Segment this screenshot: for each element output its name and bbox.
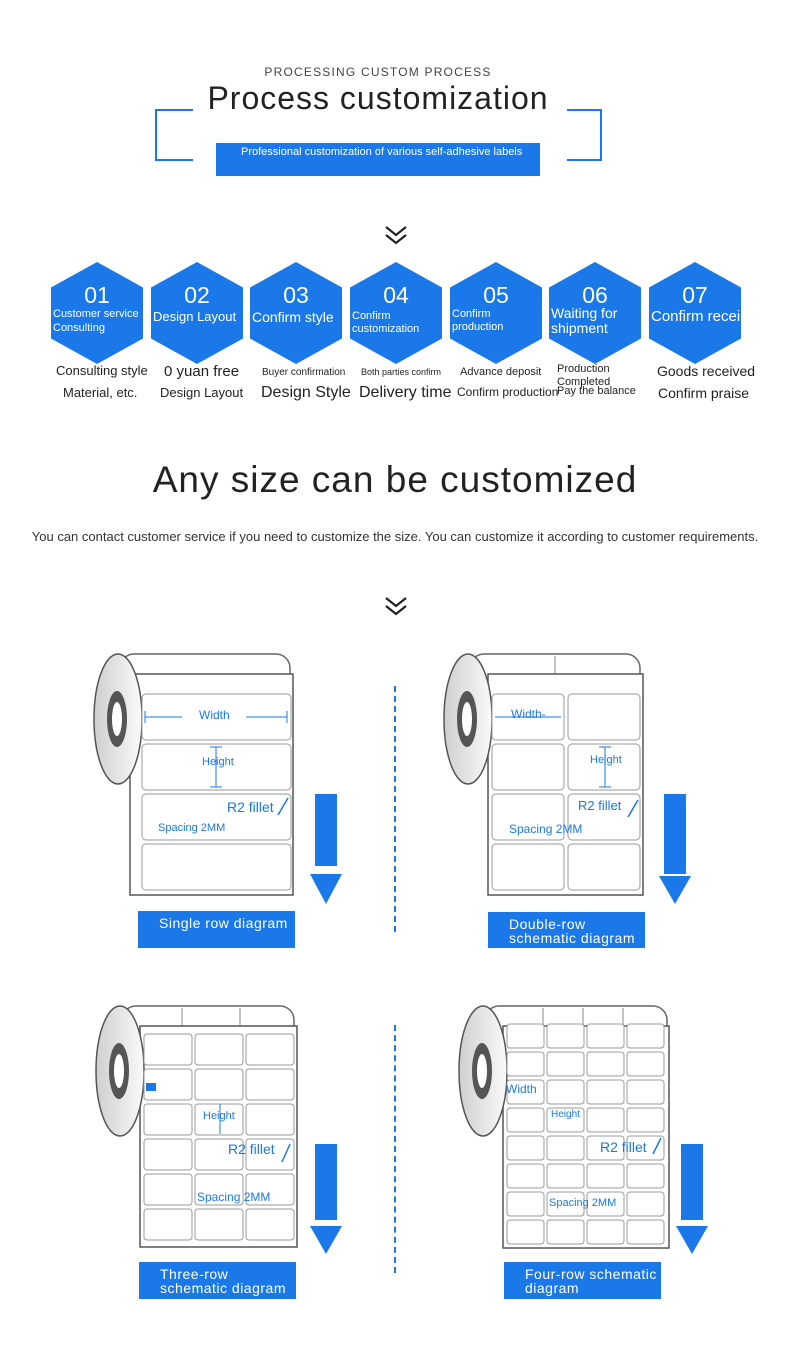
arrow-down-icon (310, 1144, 342, 1254)
step-hex-03: 03 Confirm style (250, 262, 342, 364)
size-description: You can contact customer service if you … (31, 529, 759, 544)
step-number: 07 (682, 282, 708, 308)
step-desc-line1: Goods received (657, 363, 756, 379)
step-desc-line2: Confirm praise (658, 385, 750, 401)
fillet-label: R2 fillet (600, 1139, 647, 1155)
step-label: Waiting for shipment (551, 306, 618, 336)
fillet-label: R2 fillet (228, 1141, 275, 1157)
arrow-down-icon (659, 794, 691, 904)
step-desc-line1: Consulting style (56, 363, 148, 378)
step-desc-line2: Design Layout (160, 385, 244, 400)
step-number: 03 (283, 282, 309, 308)
step-desc-line1: 0 yuan free (164, 363, 240, 380)
step-number: 01 (84, 282, 110, 308)
step-label: Confirm receipt (651, 308, 741, 325)
spacing-label: Spacing 2MM (158, 822, 226, 834)
diagram-caption: Single row diagram (138, 911, 295, 948)
width-label: Width (199, 708, 230, 722)
step-desc-line1: Both parties confirm (361, 367, 442, 377)
step-hex-01: 01 Customer service Consulting (51, 262, 143, 364)
arrow-down-icon (310, 794, 342, 904)
width-label: Width (506, 1082, 537, 1096)
step-label: Confirm style (252, 309, 334, 325)
step-desc-line1: Advance deposit (460, 366, 542, 378)
step-number: 04 (383, 282, 409, 308)
step-hex-05: 05 Confirm production (450, 262, 542, 364)
step-number: 05 (483, 282, 509, 308)
label-roll-diagram-three (95, 1005, 298, 1248)
title-frame-right (567, 109, 602, 161)
step-desc-line2: Confirm production (457, 385, 559, 399)
step-number: 06 (582, 282, 608, 308)
step-hex-02: 02 Design Layout (151, 262, 243, 364)
step-desc-line2: Material, etc. (63, 385, 138, 400)
height-label: Height (202, 756, 234, 768)
diagram-caption: Four-row schematic diagram (504, 1262, 661, 1299)
divider-dashed (394, 686, 396, 932)
section-subtitle: PROCESSING CUSTOM PROCESS (264, 65, 492, 79)
step-label: Design Layout (153, 309, 237, 324)
step-number: 02 (184, 282, 210, 308)
spacing-label: Spacing 2MM (549, 1197, 617, 1209)
double-chevron-down-icon (385, 597, 407, 616)
diagram-caption: Double-row schematic diagram (488, 912, 645, 948)
step-hex-04: 04 Confirm customization (350, 262, 442, 364)
spacing-label: Spacing 2MM (197, 1190, 271, 1204)
step-hex-07: 07 Confirm receipt (649, 262, 741, 364)
diagram-caption: Three-row schematic diagram (139, 1262, 296, 1299)
page-title: Process customization (207, 80, 549, 116)
step-label: Confirm customization (352, 310, 420, 335)
divider-dashed (394, 1025, 396, 1273)
tagline-banner: Professional customization of various se… (216, 143, 540, 176)
step-desc-line2: Delivery time (359, 384, 452, 401)
label-roll-diagram-single (93, 653, 294, 896)
fillet-label: R2 fillet (227, 799, 274, 815)
step-desc-line2: Pay the balance (557, 385, 636, 397)
title-frame-left (155, 109, 193, 161)
step-desc-line1: Buyer confirmation (262, 367, 346, 378)
spacing-label: Spacing 2MM (509, 822, 583, 836)
step-desc-line1: Production Completed (557, 363, 611, 388)
width-label: Width- (511, 707, 546, 721)
step-label: Customer service Consulting (53, 308, 139, 334)
step-desc-line2: Design Style (261, 384, 351, 401)
arrow-down-icon (676, 1144, 708, 1254)
step-hex-06: 06 Waiting for shipment (549, 262, 641, 364)
label-roll-diagram-four (458, 1005, 670, 1249)
step-label: Confirm production (452, 308, 504, 333)
height-label: Height (203, 1110, 235, 1122)
size-title: Any size can be customized (152, 459, 638, 500)
double-chevron-down-icon (385, 226, 407, 245)
fillet-label: R2 fillet (578, 798, 622, 813)
label-roll-diagram-double (443, 653, 644, 896)
process-steps: 01 Customer service Consulting 02 Design… (0, 262, 790, 412)
height-label: Height (551, 1109, 580, 1120)
height-label: Height (590, 754, 622, 766)
